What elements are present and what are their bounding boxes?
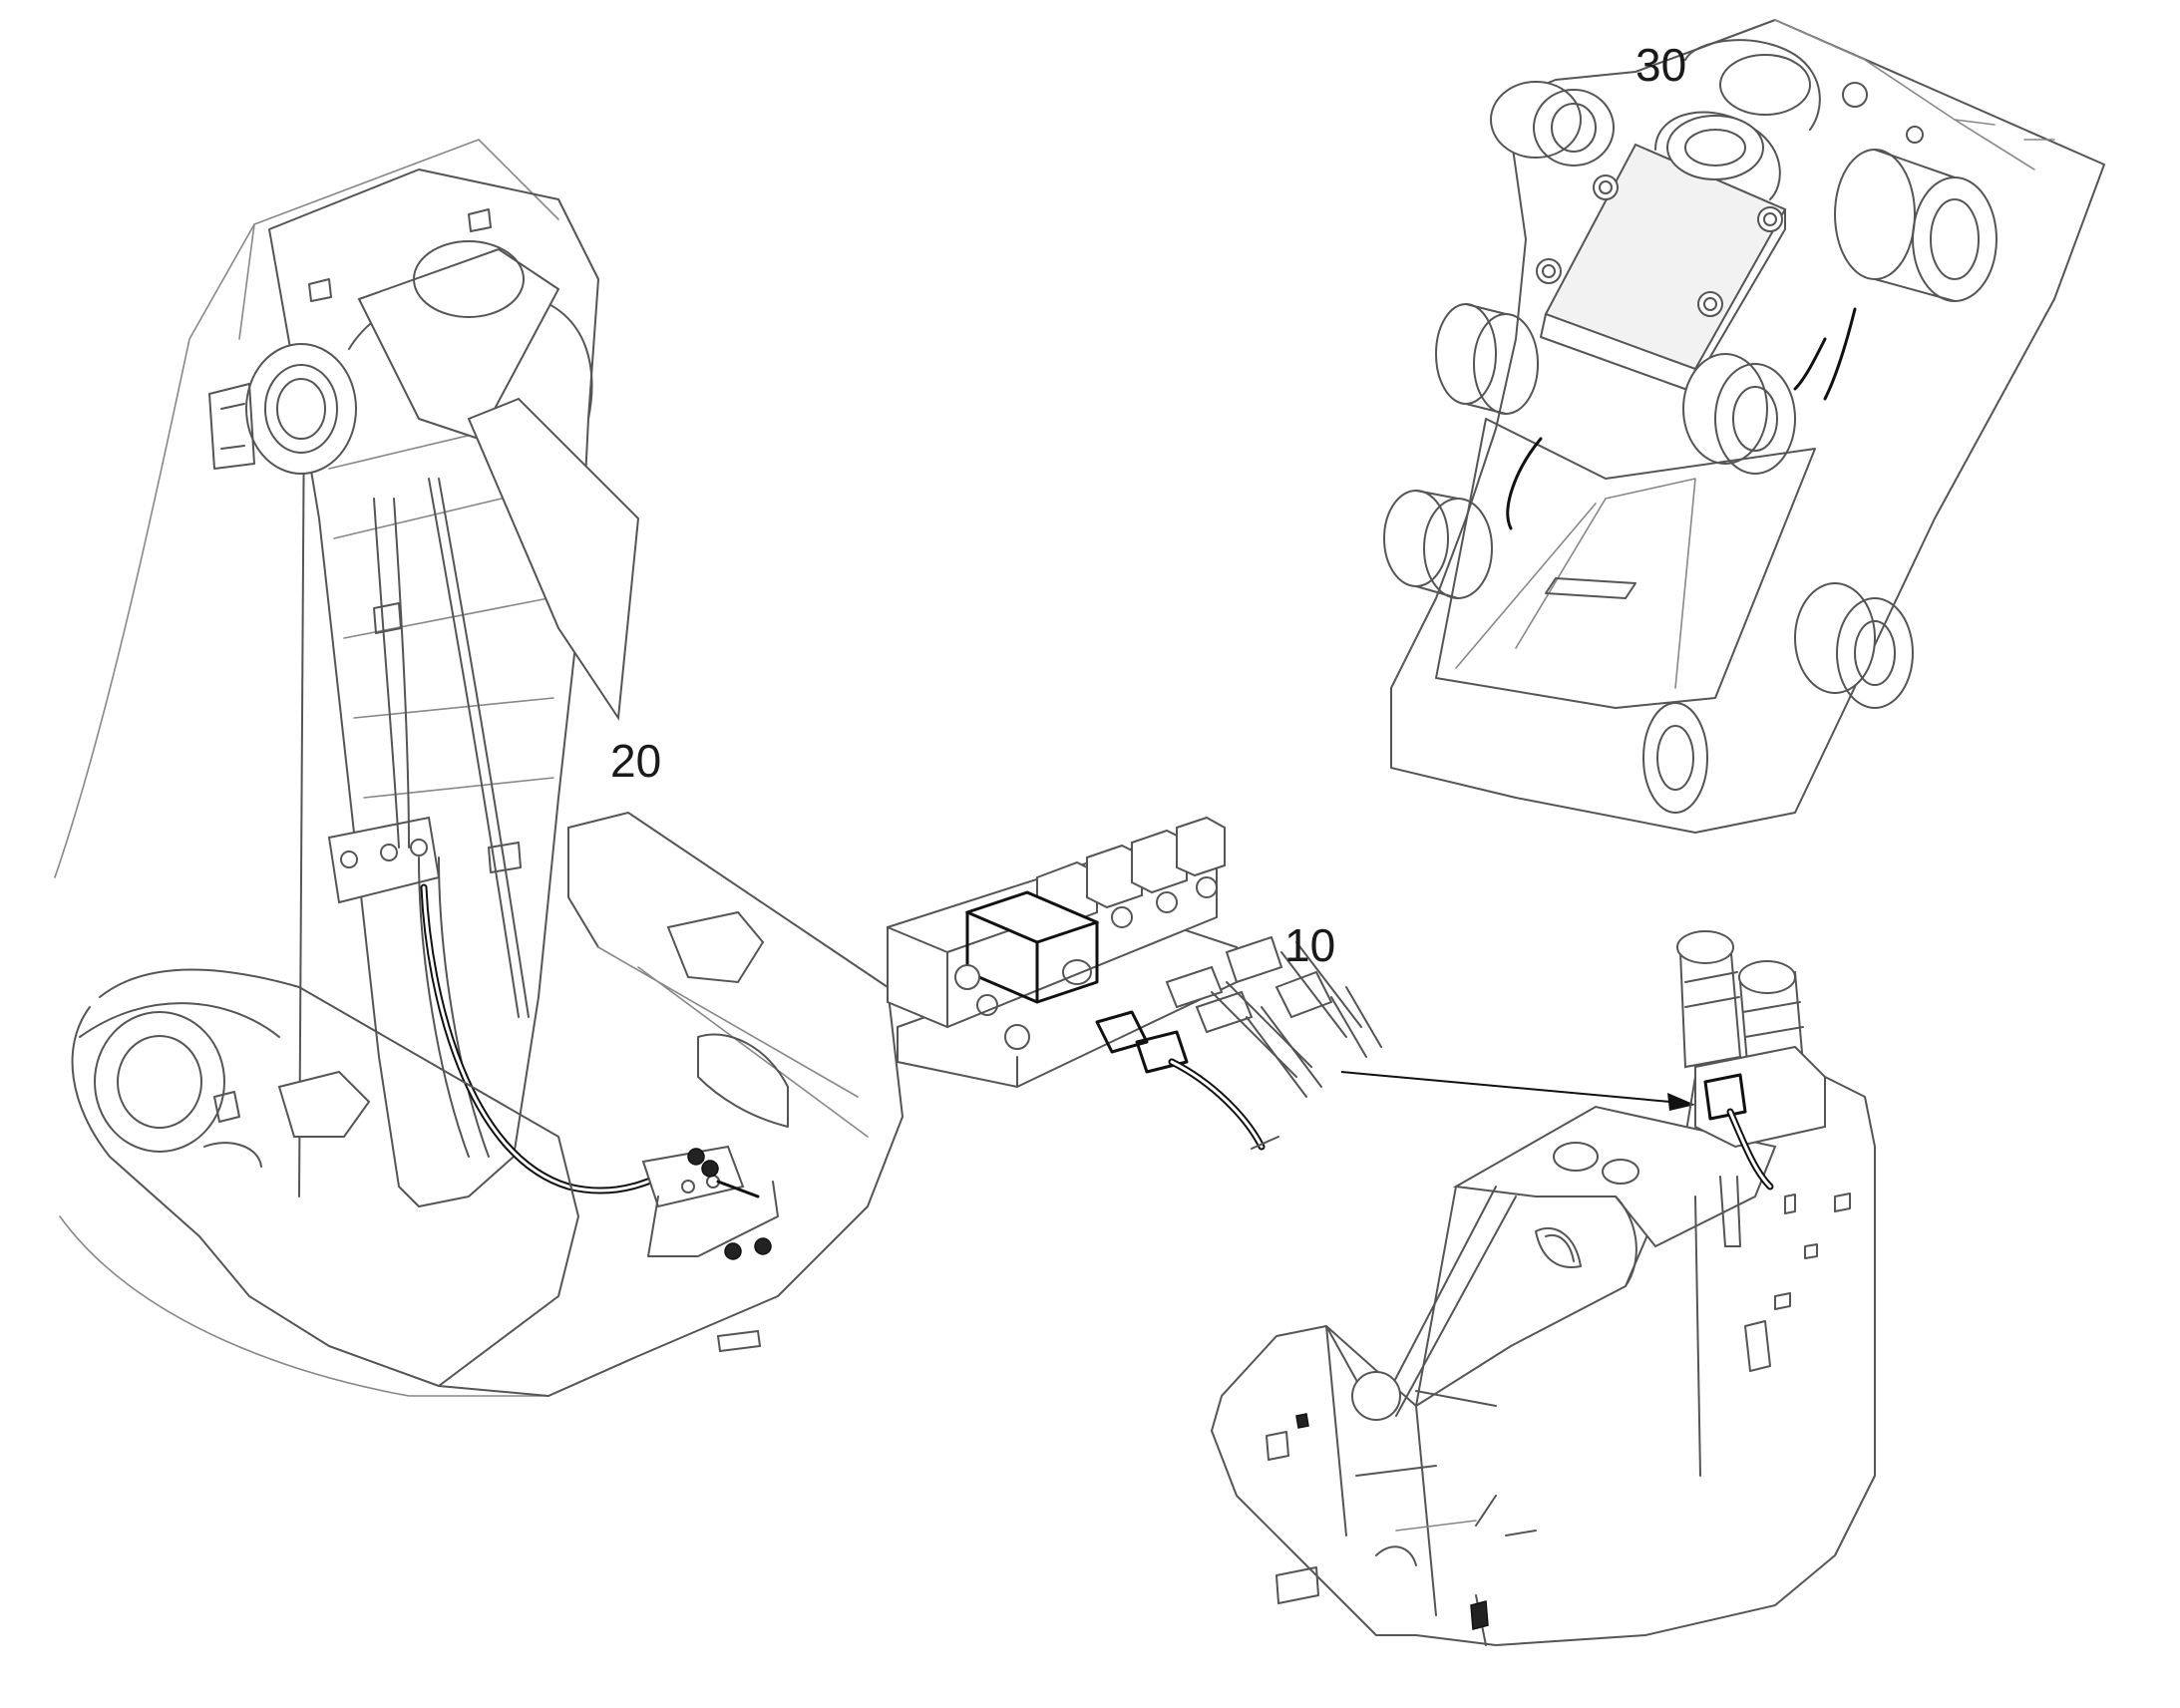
assembly-10-valve-manifold bbox=[887, 816, 1382, 1151]
roller-top-right bbox=[1834, 149, 1998, 302]
assembly-30-roller-frame bbox=[1383, 19, 2105, 834]
roller-bottom bbox=[1642, 702, 1708, 814]
callout-label-30: 30 bbox=[1635, 39, 1687, 91]
roller-mid-center bbox=[1682, 353, 1796, 475]
power-unit-tank bbox=[1211, 930, 1876, 1646]
roller-mid-left bbox=[1435, 303, 1539, 415]
callout-label-20: 20 bbox=[610, 735, 662, 787]
roller-lower-right bbox=[1794, 582, 1914, 709]
roller-lower-left bbox=[1383, 490, 1493, 599]
assembly-20-arm-boom bbox=[54, 139, 904, 1397]
connection-arrow bbox=[1340, 1071, 1695, 1111]
motor-left bbox=[1676, 930, 1742, 1069]
callout-label-10: 10 bbox=[1284, 919, 1336, 971]
roller-top-left bbox=[1490, 81, 1615, 167]
